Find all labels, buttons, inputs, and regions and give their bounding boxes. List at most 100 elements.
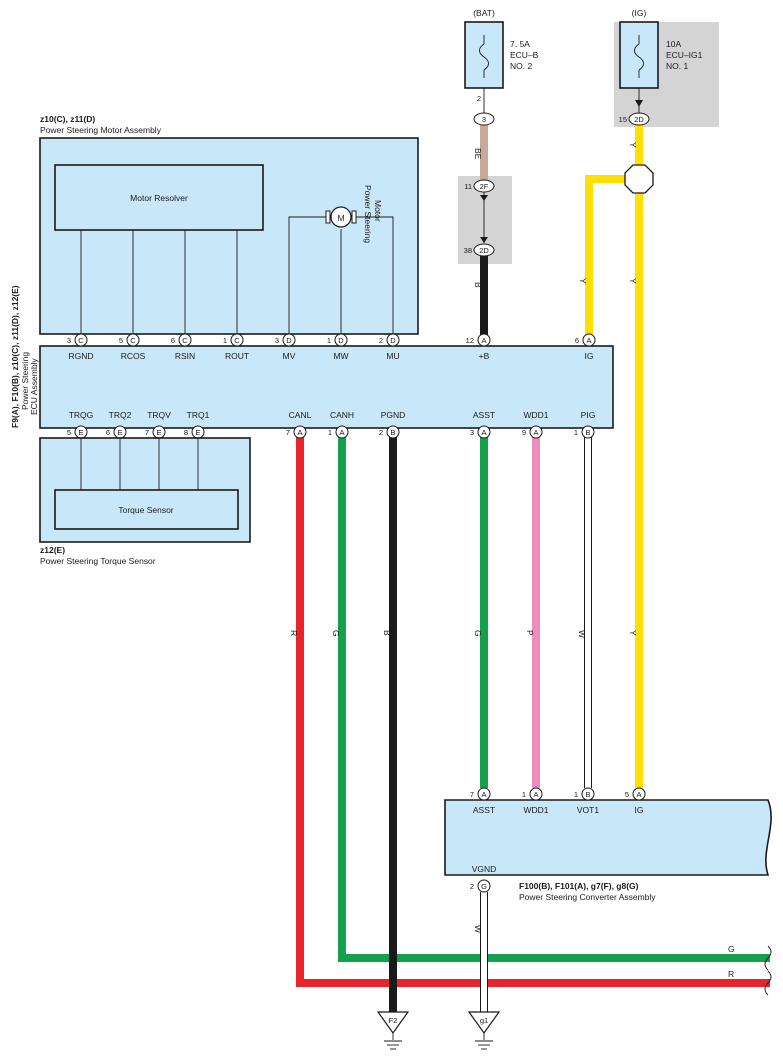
converter-box — [444, 799, 772, 876]
svg-text:A: A — [533, 428, 538, 437]
terminal-rout: C 1 ROUT — [223, 333, 249, 361]
svg-text:ROUT: ROUT — [225, 351, 249, 361]
terminal-canh: CANH A 1 — [328, 410, 354, 439]
wire-label-ig-mid: Y — [628, 278, 638, 284]
svg-text:TRQV: TRQV — [147, 410, 171, 420]
svg-text:1: 1 — [574, 790, 578, 799]
svg-text:E: E — [117, 428, 122, 437]
svg-text:A: A — [481, 428, 486, 437]
svg-text:CANH: CANH — [330, 410, 354, 420]
motor-icon — [330, 206, 352, 228]
motor-resolver-label: Motor Resolver — [130, 193, 188, 203]
svg-text:2: 2 — [379, 336, 383, 345]
svg-text:1: 1 — [223, 336, 227, 345]
svg-text:A: A — [339, 428, 344, 437]
svg-text:+B: +B — [479, 351, 490, 361]
svg-text:A: A — [533, 790, 538, 799]
svg-text:TRQ1: TRQ1 — [187, 410, 210, 420]
fuse-ig-name: ECU–IG1 — [666, 50, 703, 60]
svg-text:g1: g1 — [480, 1016, 488, 1025]
svg-text:B: B — [585, 428, 590, 437]
terminal-asst: ASST A 3 — [470, 410, 495, 439]
svg-text:RGND: RGND — [68, 351, 93, 361]
converter-terminal-vgnd: VGND G 2 — [470, 864, 497, 893]
svg-text:5: 5 — [67, 428, 71, 437]
motor-label-2: Motor — [373, 200, 383, 222]
wire-label-pgnd: B — [382, 630, 392, 636]
torque-sensor-inner — [54, 489, 239, 530]
fuse-bat-rating: 7. 5A — [510, 39, 530, 49]
svg-text:8: 8 — [184, 428, 188, 437]
svg-text:ASST: ASST — [473, 410, 495, 420]
wire-canh — [338, 437, 770, 962]
converter-name: Power Steering Converter Assembly — [519, 892, 656, 902]
terminal-trqg: TRQG E 5 — [67, 410, 93, 439]
svg-text:WDD1: WDD1 — [523, 805, 548, 815]
svg-text:RCOS: RCOS — [121, 351, 146, 361]
fuse-ig-source: (IG) — [632, 8, 647, 18]
svg-text:PIG: PIG — [581, 410, 596, 420]
svg-text:12: 12 — [466, 336, 474, 345]
terminal-rsin: C 6 RSIN — [171, 333, 195, 361]
wire-label-ig-lower: Y — [628, 630, 638, 636]
converter-terminal-wdd1: A 1 WDD1 — [522, 787, 549, 815]
connector-2d-b — [473, 243, 495, 257]
connector-2d-ig-label: 2D — [634, 115, 644, 124]
converter-terminal-asst: A 7 ASST — [470, 787, 495, 815]
svg-text:1: 1 — [328, 428, 332, 437]
connector-3-label: 3 — [482, 115, 486, 124]
motor-assembly-name: Power Steering Motor Assembly — [40, 125, 162, 135]
svg-text:5: 5 — [625, 790, 629, 799]
wire-label-canh: G — [331, 630, 341, 637]
svg-text:7: 7 — [470, 790, 474, 799]
wire-label-vgnd: W — [473, 925, 483, 933]
svg-text:3: 3 — [67, 336, 71, 345]
connector-2d-b-label: 2D — [479, 246, 489, 255]
connector-3 — [473, 112, 495, 126]
terminal-pig: PIG B 1 — [574, 410, 596, 439]
wire-label-ig-main: Y — [628, 142, 638, 148]
svg-text:B: B — [585, 790, 590, 799]
terminal-ig: A 6 IG — [575, 333, 596, 361]
terminal-wdd1: WDD1 A 9 — [522, 410, 549, 439]
terminal-rgnd: C 3 RGND — [67, 333, 94, 361]
connector-2d-ig-pin: 15 — [619, 115, 627, 124]
torque-sensor-codes: z12(E) — [40, 545, 65, 555]
terminal-rcos: C 5 RCOS — [119, 333, 146, 361]
svg-text:A: A — [586, 336, 591, 345]
svg-text:D: D — [338, 336, 344, 345]
ground-f2: F2 — [376, 1011, 410, 1050]
ecu-name-2: ECU Assembly — [29, 358, 39, 415]
svg-text:PGND: PGND — [381, 410, 406, 420]
svg-text:2: 2 — [470, 882, 474, 891]
svg-text:E: E — [195, 428, 200, 437]
svg-text:VGND: VGND — [472, 864, 497, 874]
motor-line-mu — [353, 216, 394, 334]
svg-text:3: 3 — [275, 336, 279, 345]
svg-text:D: D — [286, 336, 292, 345]
motor-brush-right — [351, 210, 357, 224]
wire-label-be: BE — [473, 148, 483, 160]
torque-sensor-label: Torque Sensor — [118, 505, 173, 515]
fuse-bat-number: NO. 2 — [510, 61, 532, 71]
break-icon-g — [764, 945, 772, 971]
wire-canl — [296, 437, 770, 987]
terminal-canl: CANL A 7 — [286, 410, 312, 439]
svg-text:B: B — [390, 428, 395, 437]
fuse-ig-box — [619, 21, 659, 89]
svg-text:G: G — [481, 882, 487, 891]
connector-2d-b-pin: 38 — [464, 246, 472, 255]
svg-text:IG: IG — [585, 351, 594, 361]
svg-text:MV: MV — [283, 351, 296, 361]
wire-label-asst: G — [473, 630, 483, 637]
fuse-ig-rating: 10A — [666, 39, 681, 49]
ecu-name-1: Power Steering — [20, 352, 30, 410]
terminal-trq2: TRQ2 E 6 — [106, 410, 132, 439]
svg-text:C: C — [182, 336, 188, 345]
wire-label-b-upper: B — [473, 282, 483, 288]
svg-text:A: A — [481, 336, 486, 345]
svg-text:5: 5 — [119, 336, 123, 345]
svg-text:IG: IG — [635, 805, 644, 815]
connector-2f — [473, 179, 495, 193]
